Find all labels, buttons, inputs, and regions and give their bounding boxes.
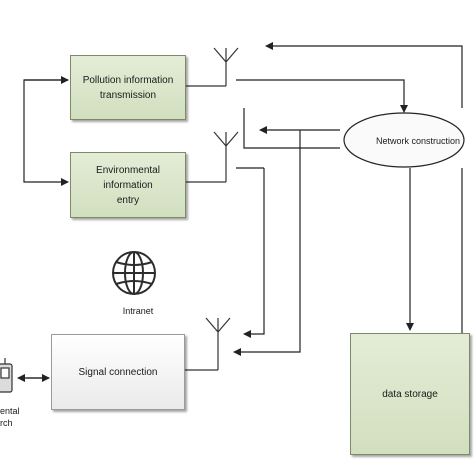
left-bracket-arrows [23, 76, 69, 186]
environmental-information-box: Environmental information entry [70, 152, 186, 218]
globe-icon [112, 251, 156, 295]
antenna-icon [186, 131, 239, 183]
pollution-information-box: Pollution information transmission [70, 55, 186, 120]
antenna-icon [185, 317, 231, 371]
network-connectors [233, 42, 463, 356]
data-storage-box: data storage [350, 333, 470, 455]
network-construction-node [343, 112, 465, 168]
pollution-information-label: Pollution information transmission [82, 74, 174, 101]
antenna-icon [186, 47, 239, 87]
network-construction-label: Network construction [376, 136, 461, 146]
environmental-information-label: Environmental information entry [96, 164, 160, 206]
signal-connection-label: Signal connection [78, 366, 158, 378]
rental-label-line1: ental [0, 406, 20, 416]
device-icon [0, 358, 13, 393]
rental-label-line2: rch [0, 418, 13, 428]
signal-connection-box: Signal connection [51, 334, 185, 410]
intranet-label: Intranet [122, 306, 154, 316]
data-storage-label: data storage [382, 388, 438, 400]
